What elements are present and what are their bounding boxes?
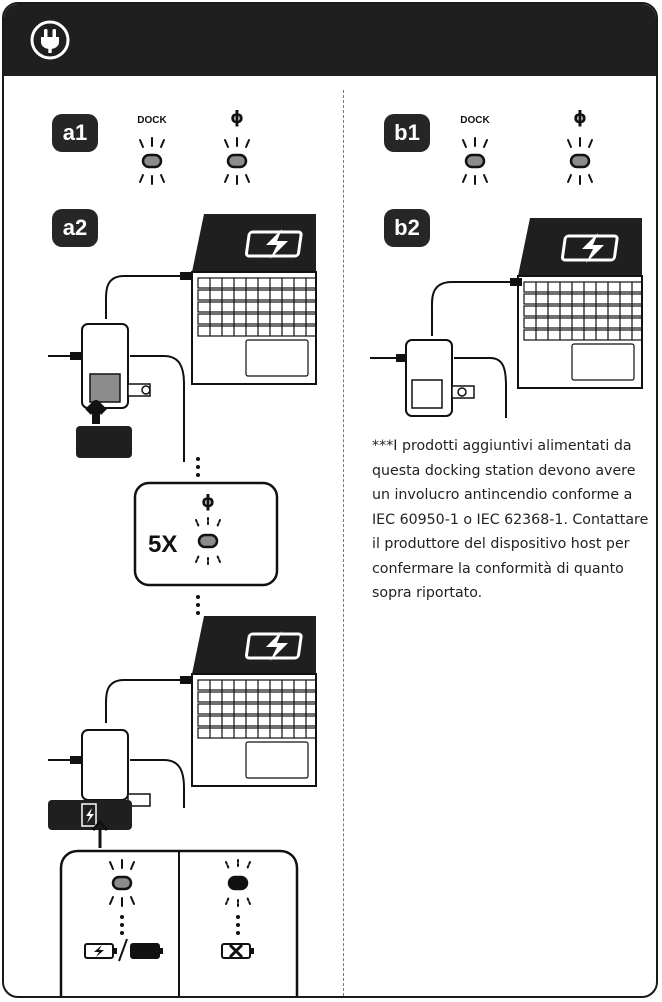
dock-illustration <box>48 272 192 462</box>
dock-led-steady-charging <box>109 859 135 907</box>
slash-separator <box>118 938 128 962</box>
battery-charging-icon <box>84 943 117 959</box>
battery-error-icon <box>221 943 254 959</box>
qi-led-label: ϕ <box>230 108 244 128</box>
qi-led-5x <box>195 517 221 565</box>
laptop-illustration <box>191 214 317 385</box>
dock-led-blinking <box>139 137 165 185</box>
qi-led-label: ϕ <box>573 108 587 128</box>
dock-illustration <box>48 676 192 830</box>
laptop-illustration <box>517 218 643 389</box>
status-panel <box>59 849 299 996</box>
battery-full-icon <box>130 943 163 959</box>
dock-led-label: DOCK <box>460 115 490 126</box>
step-badge-a1: a1 <box>52 114 98 152</box>
sequence-dots <box>196 595 200 615</box>
laptop-illustration <box>191 616 317 787</box>
qi-led-blinking <box>224 137 250 185</box>
arrow-up-icon <box>91 819 109 848</box>
blink-count: 5X <box>148 531 178 558</box>
dock-illustration <box>370 278 522 418</box>
qi-led-error <box>225 859 251 907</box>
qi-led-label: ϕ <box>201 492 215 512</box>
qi-led-blinking <box>567 137 593 185</box>
column-divider <box>343 90 344 996</box>
sequence-dots <box>196 457 200 477</box>
sequence-dots <box>120 915 124 935</box>
header-bar <box>4 4 656 76</box>
power-plug-icon <box>30 20 70 60</box>
step-badge-b1: b1 <box>384 114 430 152</box>
dock-led-label: DOCK <box>137 115 167 126</box>
sequence-dots <box>236 915 240 935</box>
step-badge-a2: a2 <box>52 209 98 247</box>
dock-led-blinking <box>462 137 488 185</box>
safety-note: ***I prodotti aggiuntivi alimentati da q… <box>372 438 649 601</box>
step-badge-b2: b2 <box>384 209 430 247</box>
